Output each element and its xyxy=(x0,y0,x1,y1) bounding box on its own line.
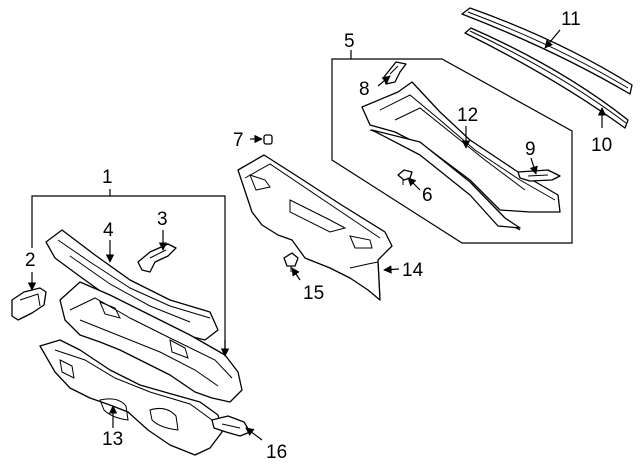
clip-part-7 xyxy=(263,134,273,145)
callout-labels: 1 2 3 4 5 6 7 8 9 10 11 12 13 14 15 16 xyxy=(25,9,612,463)
clip-part-6 xyxy=(397,169,413,185)
dash-panel-part-1 xyxy=(59,281,243,403)
callout-11: 11 xyxy=(561,9,581,30)
callout-5: 5 xyxy=(344,31,355,52)
callout-1: 1 xyxy=(102,167,113,188)
bracket-part-9 xyxy=(517,169,561,182)
dash-insulator-part-14 xyxy=(237,154,393,301)
callout-4: 4 xyxy=(103,220,114,241)
callout-9: 9 xyxy=(525,139,536,160)
lower-weatherstrip-part-10 xyxy=(464,27,629,129)
cowl-top-group-box xyxy=(331,50,573,244)
bracket-part-3 xyxy=(137,243,177,273)
callout-13: 13 xyxy=(102,429,123,450)
callout-12: 12 xyxy=(457,105,478,126)
callout-7: 7 xyxy=(233,130,244,151)
callout-14: 14 xyxy=(402,260,424,281)
dash-panel-group-bracket xyxy=(31,189,226,352)
callout-16: 16 xyxy=(266,442,287,463)
upper-cowl-panel-part-4 xyxy=(45,229,219,341)
bracket-part-16 xyxy=(211,415,251,437)
callout-10: 10 xyxy=(591,135,612,156)
cowl-top-panel-part-12 xyxy=(361,81,561,231)
callout-2: 2 xyxy=(25,250,36,271)
clip-part-8 xyxy=(383,61,407,85)
callout-15: 15 xyxy=(303,283,324,304)
bracket-part-2 xyxy=(11,287,47,321)
leader-lines xyxy=(27,29,607,441)
clip-part-15 xyxy=(283,252,299,272)
callout-3: 3 xyxy=(157,209,168,230)
callout-8: 8 xyxy=(359,79,370,100)
lower-insulator-part-13 xyxy=(39,339,223,456)
callout-6: 6 xyxy=(422,185,433,206)
upper-weatherstrip-part-11 xyxy=(461,7,633,95)
